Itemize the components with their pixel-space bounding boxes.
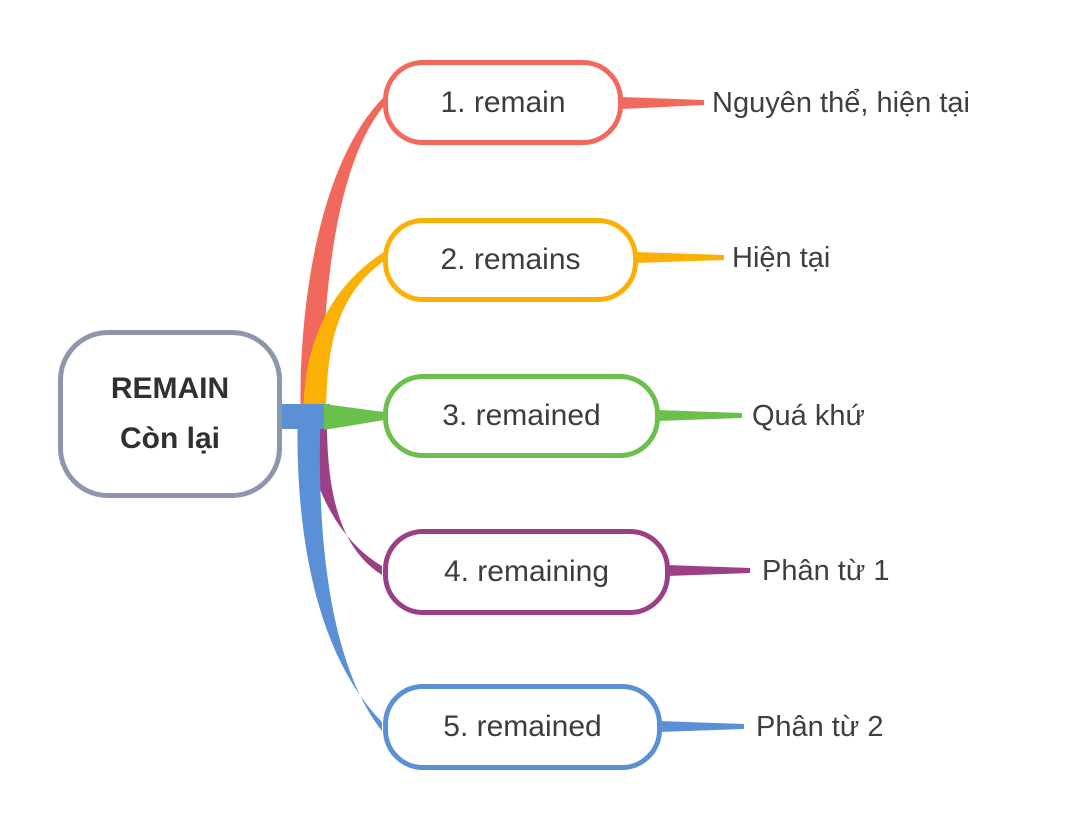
- branch-wedge-remained-past: [324, 404, 384, 430]
- node-remained-p2-label: 5. remained: [443, 710, 602, 743]
- node-remains-label: 2. remains: [440, 243, 581, 276]
- node-remained-past-label: 3. remained: [442, 399, 601, 432]
- node-remains: 2. remains: [383, 218, 638, 302]
- root-node: REMAIN Còn lại: [58, 330, 282, 498]
- connector-remaining: [667, 565, 750, 576]
- meaning-remained-past: Quá khứ: [752, 400, 865, 432]
- node-remain-label: 1. remain: [440, 85, 566, 119]
- root-title: REMAIN: [110, 372, 230, 405]
- branch-stem-root: [278, 404, 330, 429]
- meaning-remaining: Phân từ 1: [762, 555, 890, 587]
- connector-remains: [635, 252, 724, 263]
- node-remained-p2: 5. remained: [383, 684, 662, 770]
- connector-remained-past: [657, 410, 742, 421]
- node-remaining-label: 4. remaining: [443, 555, 610, 588]
- branch-curve-remaining: [304, 408, 382, 575]
- connector-remained-p2: [659, 721, 744, 732]
- branch-curve-remains: [303, 252, 384, 422]
- node-remained-past: 3. remained: [383, 374, 660, 458]
- meaning-remain: Nguyên thể, hiện tại: [712, 87, 970, 119]
- meaning-remained-p2: Phân từ 2: [756, 711, 884, 743]
- connector-remain: [621, 97, 704, 109]
- root-subtitle: Còn lại: [119, 422, 220, 455]
- node-remaining: 4. remaining: [383, 529, 670, 615]
- meaning-remains: Hiện tại: [732, 242, 831, 274]
- branch-curve-remained-p2: [297, 404, 382, 731]
- node-remain: 1. remain: [383, 60, 623, 145]
